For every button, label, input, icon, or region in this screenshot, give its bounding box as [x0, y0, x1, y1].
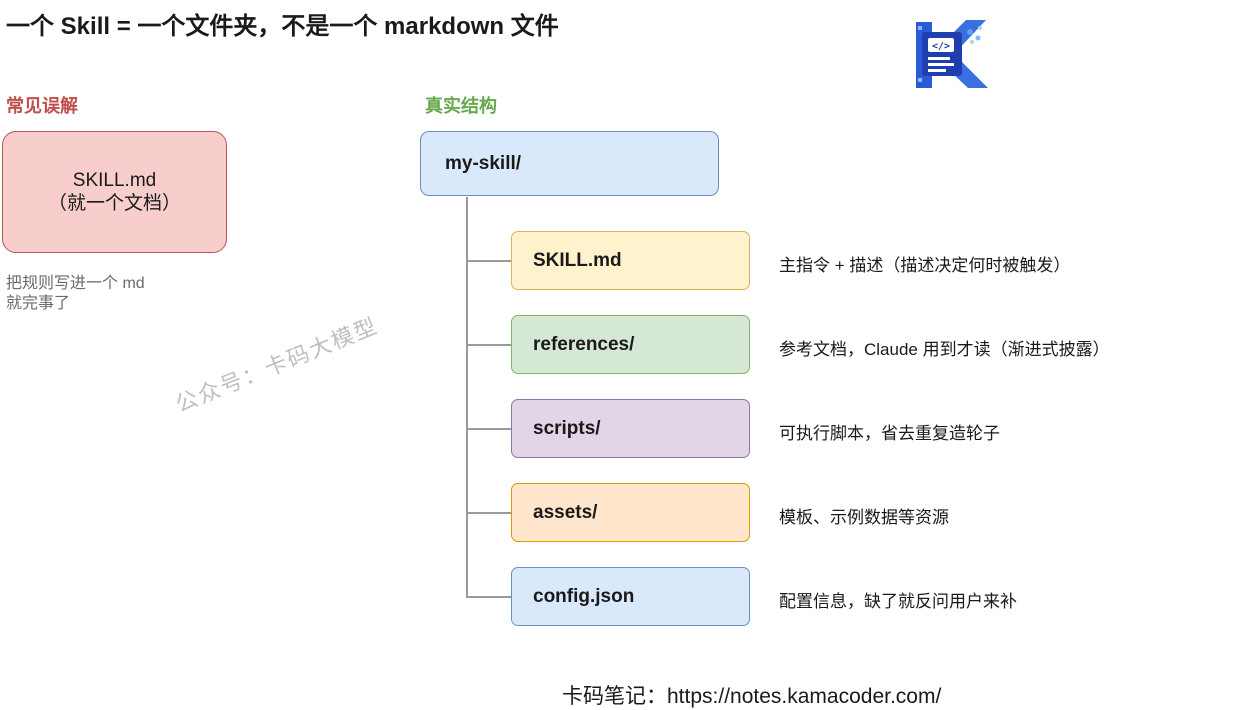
page-title: 一个 Skill = 一个文件夹，不是一个 markdown 文件	[6, 13, 559, 40]
skill-md-node: SKILL.md	[511, 231, 750, 290]
misconception-note-line1: 把规则写进一个 md	[6, 275, 145, 292]
tree-branch-line	[466, 596, 512, 598]
node-label: scripts/	[533, 417, 601, 439]
tree-branch-line	[466, 428, 512, 430]
node-label: SKILL.md	[533, 249, 622, 271]
tree-branch-line	[466, 344, 512, 346]
footer-link[interactable]: 卡码笔记：https://notes.kamacoder.com/	[562, 685, 942, 708]
node-label: config.json	[533, 585, 635, 607]
logo-code-glyph: </>	[932, 41, 950, 52]
misconception-box: SKILL.md （就一个文档）	[2, 131, 227, 253]
root-folder-label: my-skill/	[445, 152, 522, 174]
watermark: 公众号：卡码大模型	[171, 312, 382, 417]
references-description: 参考文档，Claude 用到才读（渐进式披露）	[779, 340, 1110, 359]
config-json-node: config.json	[511, 567, 750, 626]
misconception-box-title: SKILL.md	[72, 170, 157, 191]
structure-heading: 真实结构	[425, 96, 497, 116]
references-node: references/	[511, 315, 750, 374]
misconception-heading: 常见误解	[6, 96, 78, 116]
scripts-description: 可执行脚本，省去重复造轮子	[779, 424, 1000, 443]
assets-description: 模板、示例数据等资源	[779, 508, 949, 527]
config-json-description: 配置信息，缺了就反问用户来补	[779, 592, 1017, 611]
tree-branch-line	[466, 512, 512, 514]
node-label: assets/	[533, 501, 598, 523]
assets-node: assets/	[511, 483, 750, 542]
misconception-note-line2: 就完事了	[6, 295, 71, 312]
tree-branch-line	[466, 260, 512, 262]
misconception-box-subtitle: （就一个文档）	[47, 193, 181, 214]
scripts-node: scripts/	[511, 399, 750, 458]
tree-trunk-line	[466, 197, 468, 598]
kamacoder-logo-icon: </>	[916, 20, 988, 88]
skill-md-description: 主指令 + 描述（描述决定何时被触发）	[779, 256, 1071, 275]
misconception-note: 把规则写进一个 md 就完事了	[6, 274, 145, 314]
root-folder-node: my-skill/	[420, 131, 719, 196]
node-label: references/	[533, 333, 635, 355]
